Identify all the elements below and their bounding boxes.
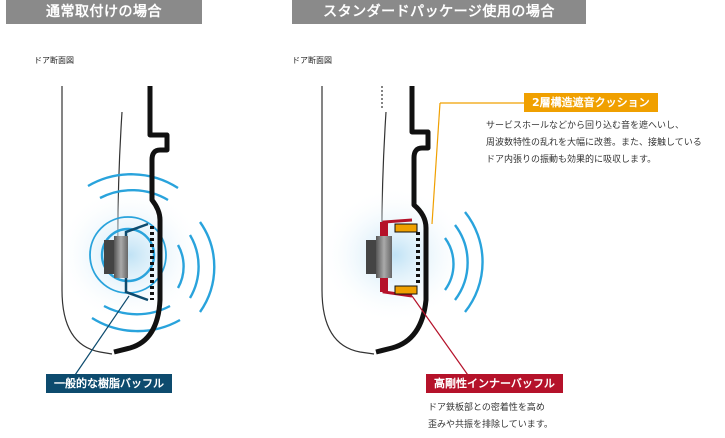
right-cushion-top (394, 223, 418, 233)
right-cushion-leader (431, 102, 441, 225)
right-speaker-cone (366, 240, 376, 274)
cushion-description: サービスホールなどから回り込む音を遮へいし、 周波数特性の乱れを大幅に改善。また… (486, 118, 702, 169)
left-door-steel (113, 86, 170, 355)
inner-baffle-label: 高剛性インナーバッフル (426, 374, 563, 393)
right-panel-caption: ドア断面図 (292, 56, 332, 65)
right-speaker-body (376, 236, 392, 278)
left-speaker-cone (104, 240, 114, 274)
right-panel-header: スタンダードパッケージ使用の場合 (292, 0, 586, 24)
cushion-description-line: サービスホールなどから回り込む音を遮へいし、 (486, 121, 685, 131)
inner-baffle-description-line: ドア鉄板部との密着性を高め (428, 403, 545, 413)
cushion-description-line: ドア内張りの振動も効果的に吸収します。 (486, 155, 657, 165)
right-sound-glow (320, 187, 470, 323)
left-panel-header: 通常取付けの場合 (6, 0, 202, 24)
left-speaker-body (114, 236, 128, 278)
right-door-steel (375, 86, 431, 355)
right-sound-waves (444, 211, 484, 313)
left-door-trim-outline (61, 86, 113, 355)
cushion-label: 2層構造遮音クッション (524, 93, 658, 112)
resin-baffle-label: 一般的な樹脂バッフル (46, 374, 172, 393)
left-door-diagram (55, 86, 216, 376)
inner-baffle-description-line: 歪みや共振を排除しています。 (428, 420, 553, 430)
right-cushion-bottom (394, 285, 418, 295)
right-door-diagram (320, 86, 524, 379)
left-leader-line (74, 295, 130, 376)
cushion-description-line: 周波数特性の乱れを大幅に改善。また、接触している (486, 138, 702, 148)
right-door-trim-outline (321, 86, 375, 355)
left-sound-glow (55, 187, 205, 323)
right-baffle-leader (411, 295, 471, 379)
inner-baffle-description: ドア鉄板部との密着性を高め 歪みや共振を排除しています。 (428, 400, 553, 434)
left-panel-caption: ドア断面図 (34, 56, 74, 65)
